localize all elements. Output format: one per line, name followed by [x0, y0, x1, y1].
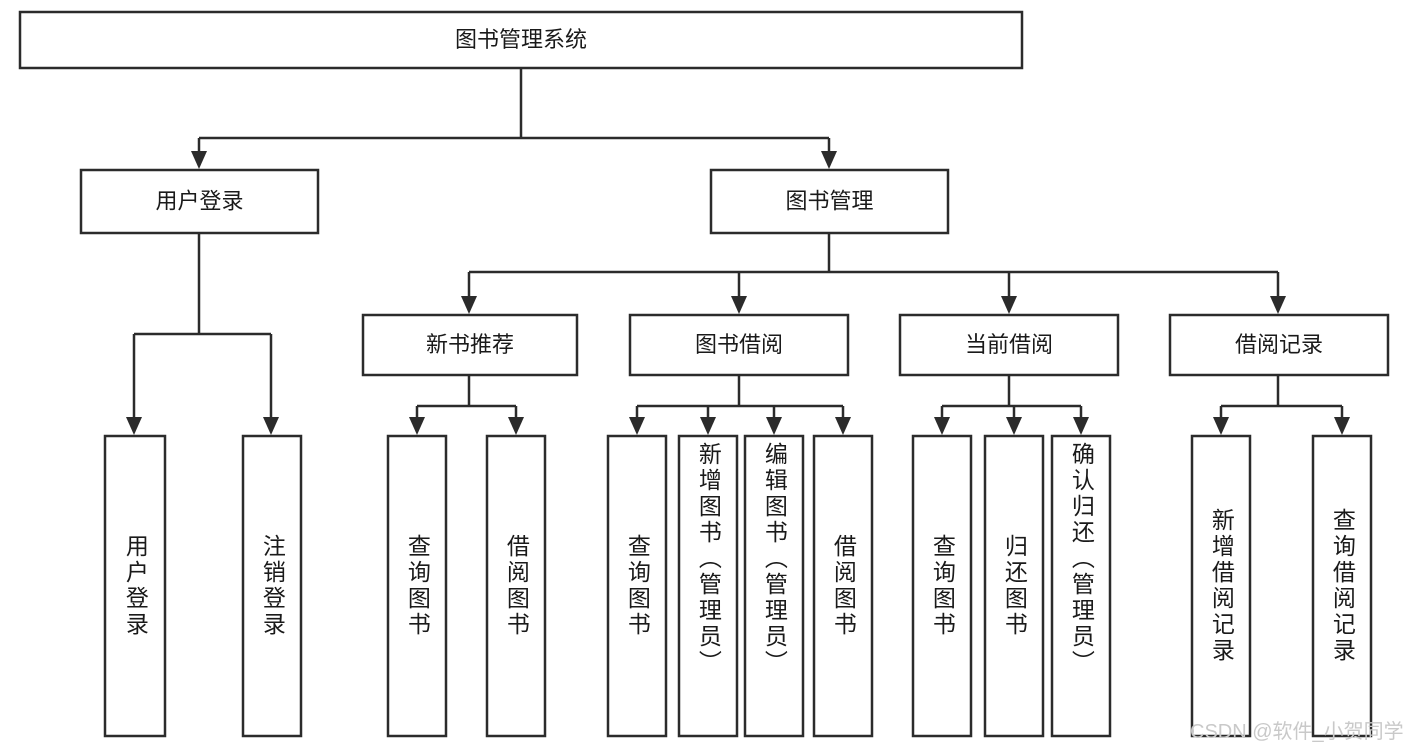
node-box-leaf-borrow-book-recommend[interactable] [485, 434, 547, 738]
node-label-user-login: 用户登录 [155, 188, 243, 213]
arrow-head-new-book-recommend-to-leaves-0 [409, 417, 425, 435]
arrow-head-book-borrow-to-leaves-0 [629, 417, 645, 435]
arrow-head-current-borrow-to-leaves-1 [1006, 417, 1022, 435]
node-box-leaf-query-borrow-record[interactable] [1311, 434, 1373, 738]
arrow-head-book-management-to-level3-0 [461, 296, 477, 314]
arrow-head-book-borrow-to-leaves-3 [835, 417, 851, 435]
arrow-head-root-to-level2-0 [191, 151, 207, 169]
connectors-layer [126, 68, 1350, 435]
node-box-root[interactable] [18, 10, 1024, 70]
arrow-head-book-management-to-level3-2 [1001, 296, 1017, 314]
node-box-leaf-return-book[interactable] [983, 434, 1045, 738]
node-box-leaf-query-book-recommend[interactable] [386, 434, 448, 738]
node-box-leaf-confirm-return-admin[interactable] [1050, 434, 1112, 738]
arrow-head-borrow-record-to-leaves-1 [1334, 417, 1350, 435]
node-label-borrow-record: 借阅记录 [1235, 332, 1323, 357]
node-box-leaf-borrow-book[interactable] [812, 434, 874, 738]
arrow-head-current-borrow-to-leaves-2 [1073, 417, 1089, 435]
node-box-borrow-record[interactable] [1168, 313, 1390, 377]
node-box-leaf-add-book-admin[interactable] [677, 434, 739, 738]
node-label-book-borrow: 图书借阅 [695, 332, 783, 357]
arrow-head-book-borrow-to-leaves-2 [766, 417, 782, 435]
node-box-leaf-logout-login[interactable] [241, 434, 303, 738]
node-box-leaf-user-login[interactable] [103, 434, 167, 738]
node-box-leaf-query-book-borrow[interactable] [606, 434, 668, 738]
node-box-leaf-edit-book-admin[interactable] [743, 434, 805, 738]
node-box-current-borrow[interactable] [898, 313, 1120, 377]
node-label-root: 图书管理系统 [455, 27, 587, 52]
arrow-head-new-book-recommend-to-leaves-1 [508, 417, 524, 435]
arrow-head-current-borrow-to-leaves-0 [934, 417, 950, 435]
node-box-leaf-query-book-current[interactable] [911, 434, 973, 738]
node-box-book-borrow[interactable] [628, 313, 850, 377]
arrow-head-root-to-level2-1 [821, 151, 837, 169]
node-label-book-management: 图书管理 [785, 188, 873, 213]
arrow-head-book-management-to-level3-3 [1270, 296, 1286, 314]
node-box-leaf-add-borrow-record[interactable] [1190, 434, 1252, 738]
arrow-head-user-login-to-leaves-1 [263, 417, 279, 435]
arrow-head-user-login-to-leaves-0 [126, 417, 142, 435]
node-box-new-book-recommend[interactable] [361, 313, 579, 377]
arrow-head-book-borrow-to-leaves-1 [700, 417, 716, 435]
node-label-new-book-recommend: 新书推荐 [426, 332, 514, 357]
arrow-head-book-management-to-level3-1 [731, 296, 747, 314]
node-label-current-borrow: 当前借阅 [965, 332, 1053, 357]
node-box-user-login[interactable] [79, 168, 320, 235]
node-box-book-management[interactable] [709, 168, 950, 235]
arrow-head-borrow-record-to-leaves-0 [1213, 417, 1229, 435]
